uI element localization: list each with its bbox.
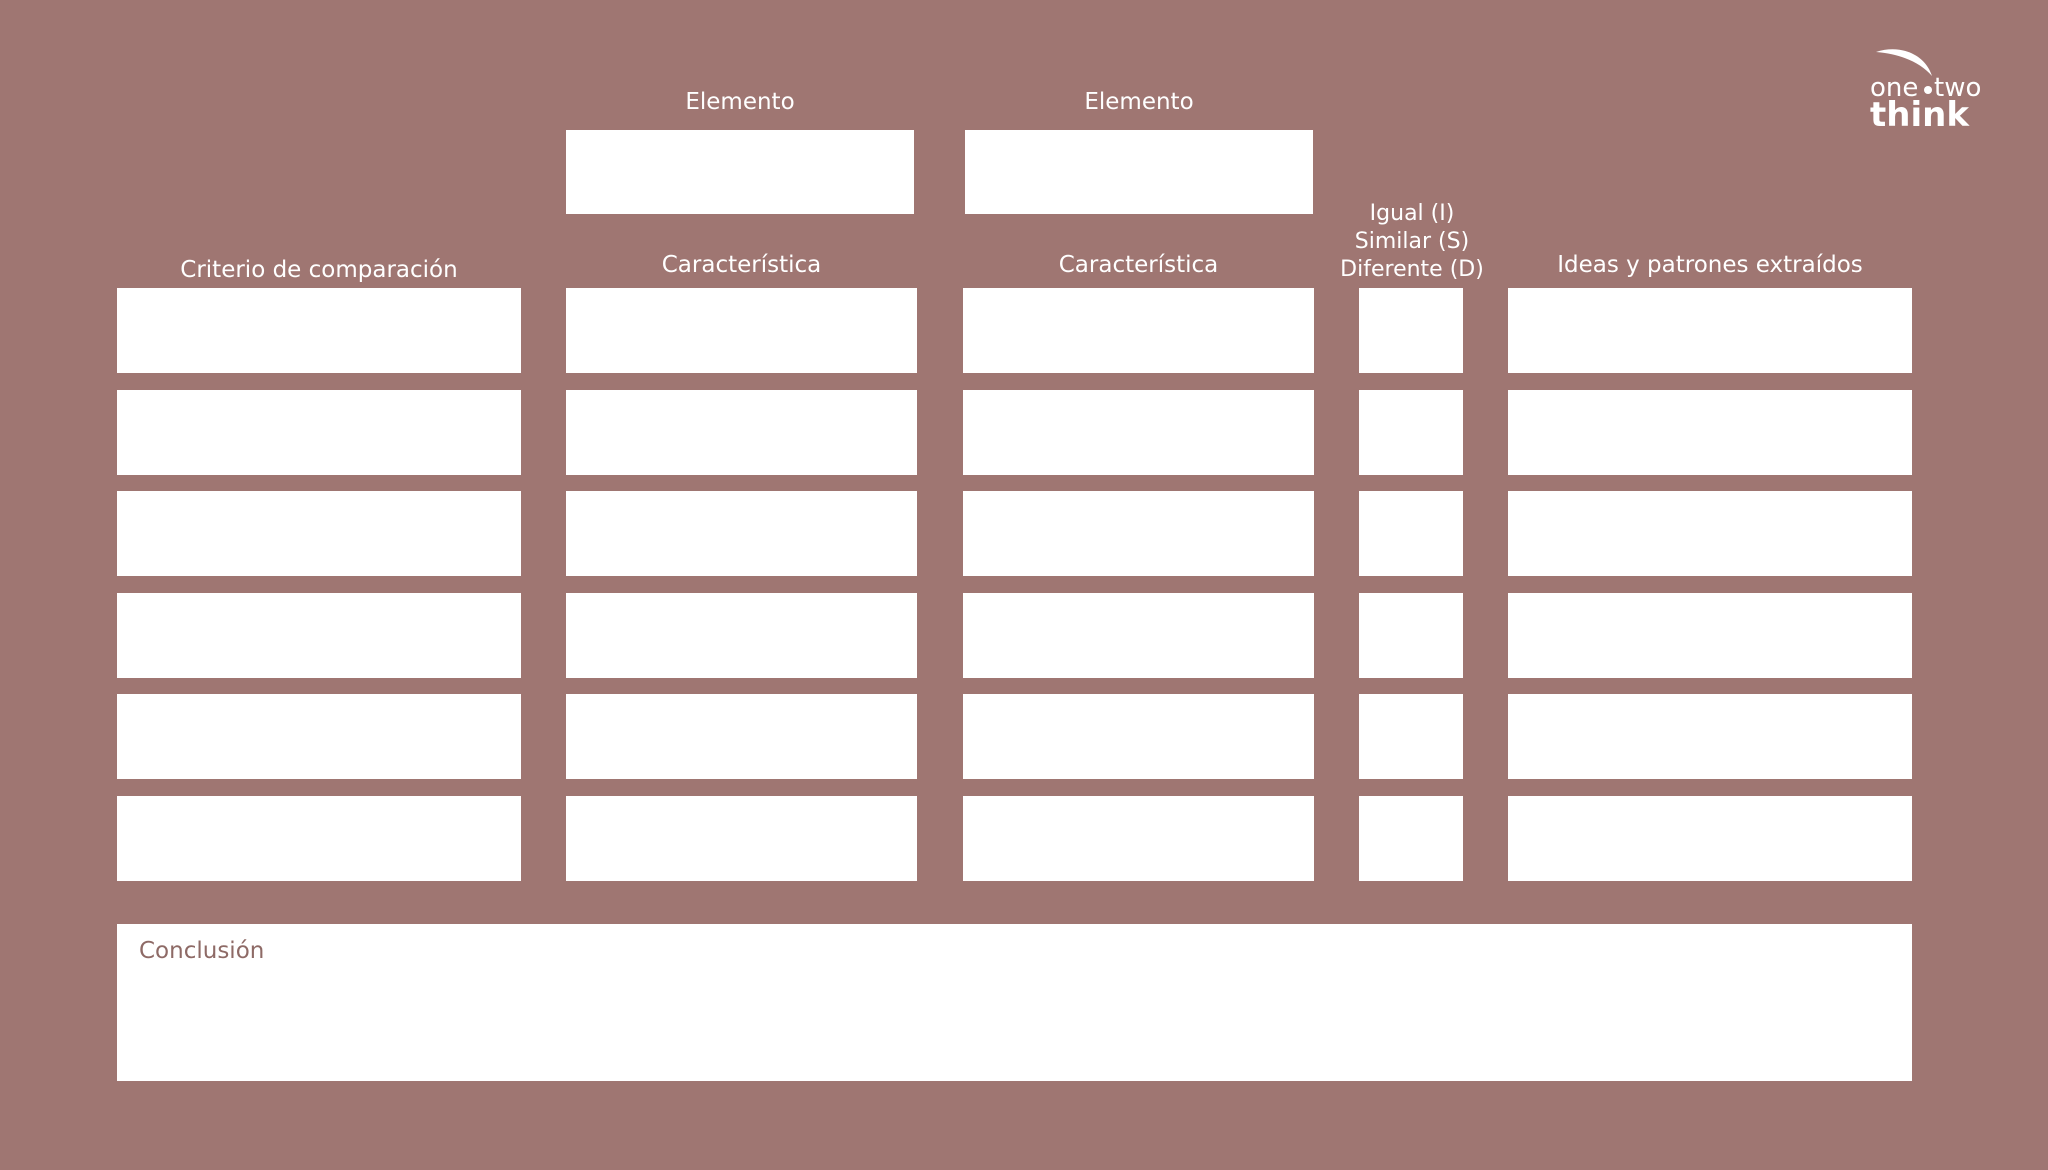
element-a-field[interactable] (566, 130, 914, 214)
logo-dot-icon (1924, 86, 1932, 94)
comparison-equal-label: Igual (I) (1369, 201, 1455, 226)
logo-swoosh-icon (1876, 49, 1932, 76)
comparison-cell[interactable] (1359, 288, 1463, 373)
comparison-column-header: Igual (I) Similar (S) Diferente (D) (1322, 200, 1502, 284)
ideas-column-header: Ideas y patrones extraídos (1557, 252, 1863, 278)
feature-b-cell[interactable] (963, 491, 1314, 576)
feature-b-cell[interactable] (963, 390, 1314, 475)
element-a-label: Elemento (685, 89, 795, 115)
logo-text-two: two (1934, 73, 1981, 103)
ideas-cell[interactable] (1508, 694, 1912, 779)
feature-b-cell[interactable] (963, 593, 1314, 678)
element-b-label: Elemento (1084, 89, 1194, 115)
feature-a-cell[interactable] (566, 491, 917, 576)
onetwothink-logo: one two think (1870, 49, 1981, 134)
criterion-cell[interactable] (117, 694, 521, 779)
feature-a-cell[interactable] (566, 694, 917, 779)
logo-text-one: one (1870, 73, 1918, 103)
comparison-cell[interactable] (1359, 593, 1463, 678)
criterion-cell[interactable] (117, 390, 521, 475)
comparison-cell[interactable] (1359, 694, 1463, 779)
feature-b-cell[interactable] (963, 796, 1314, 881)
conclusion-label: Conclusión (139, 938, 265, 964)
feature-a-cell[interactable] (566, 288, 917, 373)
comparison-cell[interactable] (1359, 491, 1463, 576)
criterion-cell[interactable] (117, 288, 521, 373)
feature-a-cell[interactable] (566, 796, 917, 881)
feature-b-cell[interactable] (963, 288, 1314, 373)
feature-a-cell[interactable] (566, 390, 917, 475)
criterion-cell[interactable] (117, 491, 521, 576)
ideas-cell[interactable] (1508, 796, 1912, 881)
ideas-cell[interactable] (1508, 288, 1912, 373)
criterion-cell[interactable] (117, 593, 521, 678)
criterion-cell[interactable] (117, 796, 521, 881)
feature-a-column-header: Característica (661, 252, 822, 278)
criterion-column-header: Criterio de comparación (180, 257, 458, 283)
conclusion-field[interactable]: Conclusión (117, 924, 1912, 1081)
comparison-cell[interactable] (1359, 390, 1463, 475)
ideas-cell[interactable] (1508, 491, 1912, 576)
feature-b-column-header: Característica (1058, 252, 1219, 278)
comparison-different-label: Diferente (D) (1340, 257, 1484, 282)
ideas-cell[interactable] (1508, 593, 1912, 678)
comparison-cell[interactable] (1359, 796, 1463, 881)
ideas-cell[interactable] (1508, 390, 1912, 475)
comparison-similar-label: Similar (S) (1354, 229, 1470, 254)
element-b-field[interactable] (965, 130, 1313, 214)
feature-a-cell[interactable] (566, 593, 917, 678)
logo-text-think: think (1870, 95, 1970, 134)
feature-b-cell[interactable] (963, 694, 1314, 779)
